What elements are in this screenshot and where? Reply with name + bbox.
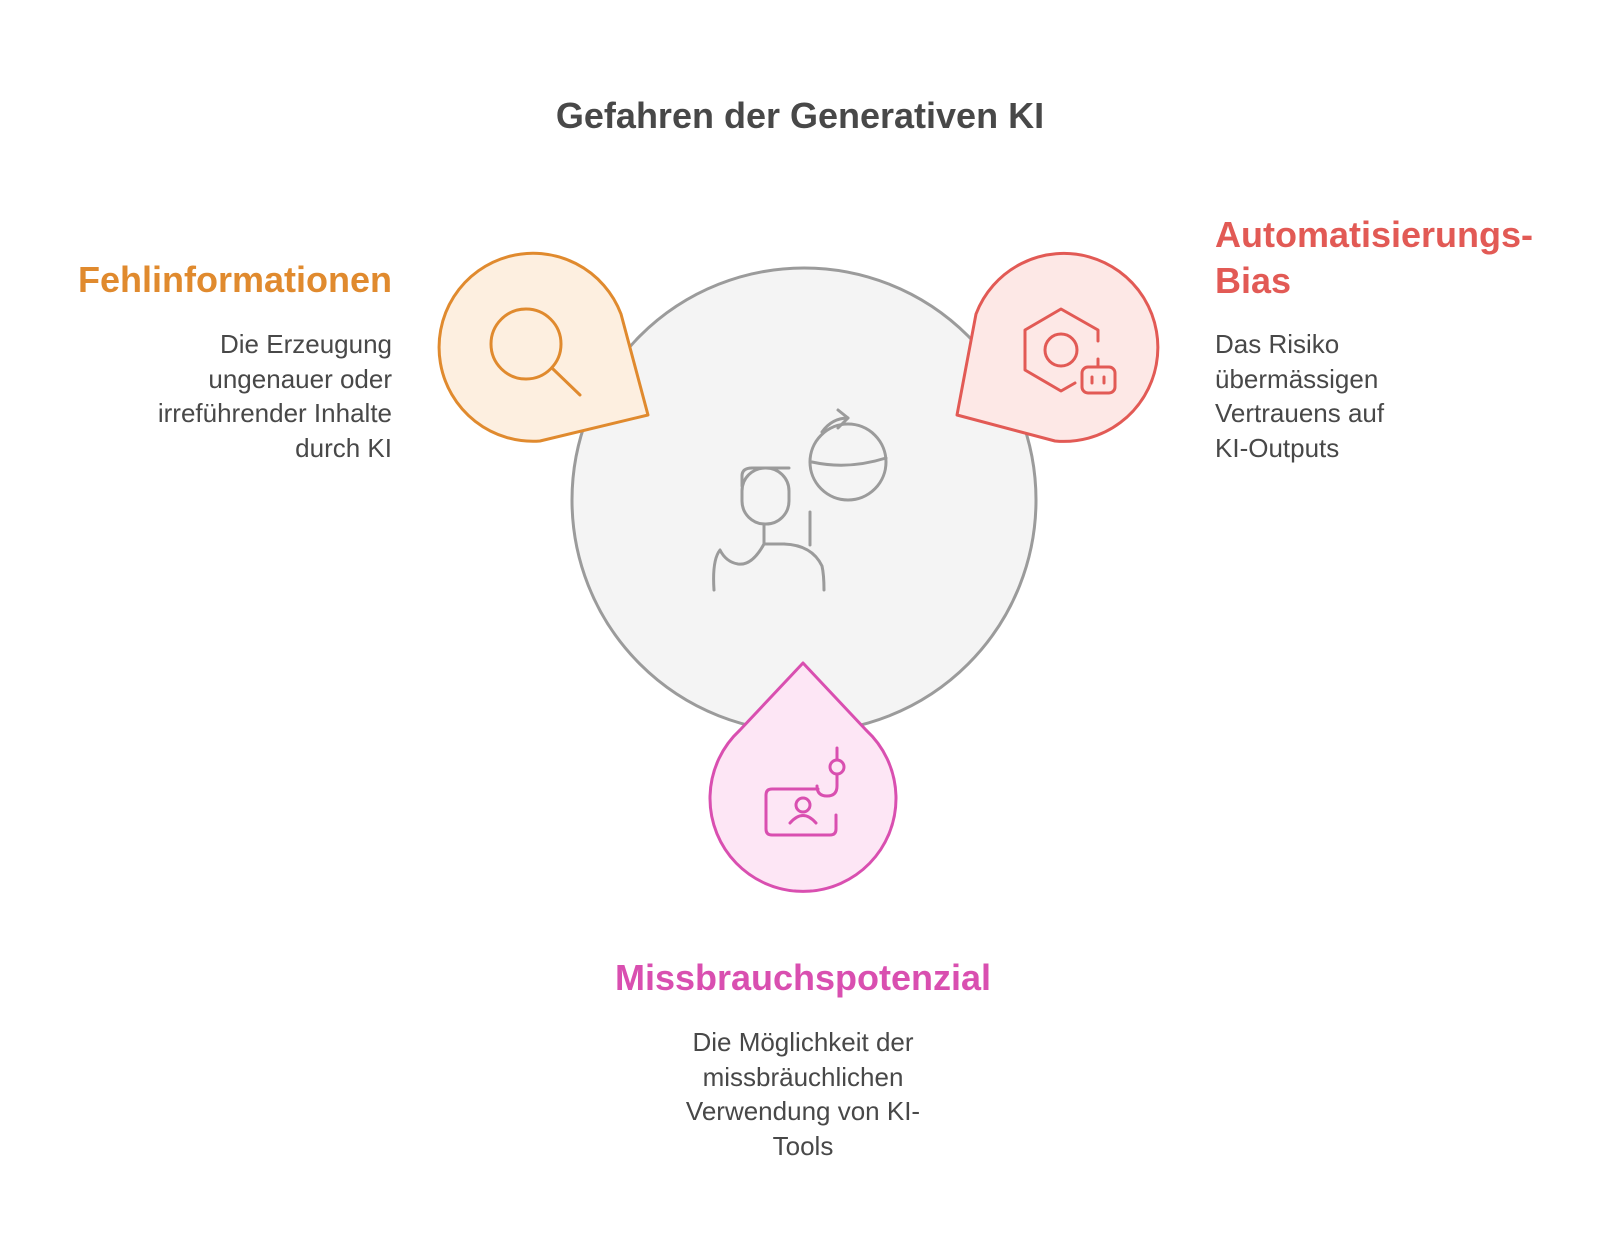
missbrauchspotenzial-pin bbox=[708, 661, 898, 893]
desc-line: übermässigen bbox=[1215, 363, 1379, 394]
automatisierungs-bias-pin bbox=[955, 251, 1160, 443]
desc-line: Vertrauens auf bbox=[1215, 398, 1385, 428]
automatisierungs-bias-heading: Automatisierungs- Bias bbox=[1215, 212, 1533, 304]
person-thinking-icon bbox=[712, 408, 888, 592]
desc-line: KI-Outputs bbox=[1215, 432, 1340, 463]
fehlinformationen-description: Die Erzeugung ungenauer oder irreführend… bbox=[158, 327, 392, 465]
magnifier-icon bbox=[489, 307, 582, 397]
robot-gear-icon bbox=[1023, 307, 1117, 395]
desc-line: Tools bbox=[772, 1130, 834, 1161]
automatisierungs-bias-description: Das Risiko übermässigen Vertrauens auf K… bbox=[1215, 327, 1384, 465]
missbrauchspotenzial-description: Die Möglichkeit der missbräuchlichen Ver… bbox=[603, 1025, 1003, 1163]
heading-line: Automatisierungs- bbox=[1215, 214, 1534, 255]
heading-line: Bias bbox=[1215, 260, 1292, 301]
desc-line: Das Risiko bbox=[1215, 329, 1340, 359]
desc-line: Die Erzeugung bbox=[220, 329, 392, 359]
desc-line: irreführender Inhalte bbox=[157, 398, 392, 428]
desc-line: durch KI bbox=[295, 432, 392, 463]
missbrauchspotenzial-heading: Missbrauchspotenzial bbox=[614, 957, 992, 998]
desc-line: ungenauer oder bbox=[208, 363, 392, 394]
desc-line: missbräuchlichen bbox=[702, 1061, 904, 1092]
fehlinformationen-heading: Fehlinformationen bbox=[78, 259, 392, 300]
fehlinformationen-pin bbox=[437, 251, 650, 443]
diagram-title: Gefahren der Generativen KI bbox=[555, 95, 1045, 136]
desc-line: Verwendung von KI- bbox=[685, 1096, 921, 1126]
desc-line: Die Möglichkeit der bbox=[692, 1027, 914, 1057]
phishing-hook-icon bbox=[764, 746, 846, 837]
